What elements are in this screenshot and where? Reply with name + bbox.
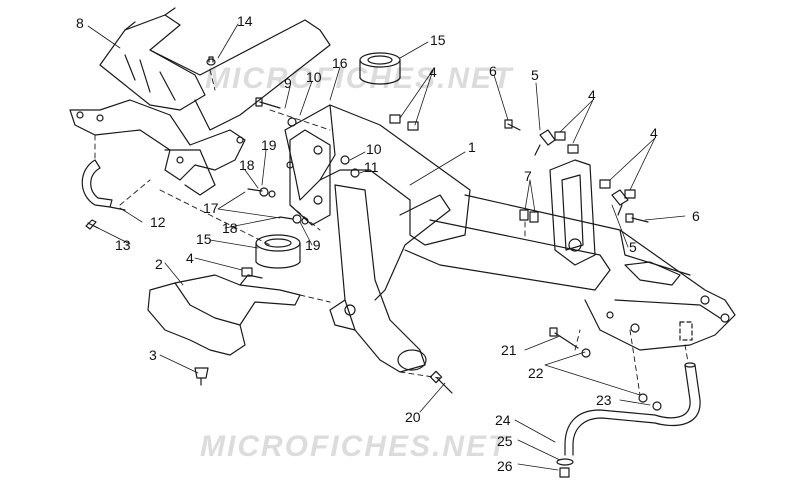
watermark-bottom: MICROFICHES.NET [200, 430, 509, 463]
front-bracket-plate [286, 129, 331, 226]
part-15-bushing-lower [255, 234, 301, 269]
callout-1: 1 [468, 139, 476, 155]
callout-9: 9 [284, 75, 292, 91]
callout-15: 15 [430, 32, 446, 48]
callout-2: 2 [155, 256, 163, 272]
callout-16: 16 [332, 55, 348, 71]
part-2-cover [147, 274, 301, 356]
part-14-bolt [206, 56, 216, 66]
alignment-lines [94, 69, 689, 396]
callout-24: 24 [495, 412, 511, 428]
callout-15: 15 [196, 231, 212, 247]
part-15-bushing-top [359, 52, 401, 85]
callout-22: 22 [528, 365, 544, 381]
callout-6: 6 [489, 63, 497, 79]
callout-17: 17 [203, 200, 219, 216]
callout-10: 10 [306, 69, 322, 85]
callout-4: 4 [429, 64, 437, 80]
callout-18: 18 [222, 220, 238, 236]
callout-4: 4 [588, 87, 596, 103]
callout-13: 13 [115, 237, 131, 253]
part-3-screw [194, 367, 209, 386]
callout-10: 10 [366, 141, 382, 157]
callout-7: 7 [524, 168, 532, 184]
callout-4: 4 [650, 125, 658, 141]
callout-25: 25 [497, 433, 513, 449]
callout-19: 19 [305, 237, 321, 253]
callout-8: 8 [76, 15, 84, 31]
callout-18: 18 [239, 157, 255, 173]
callout-20: 20 [405, 409, 421, 425]
watermark-top: MICROFICHES.NET [205, 62, 514, 95]
callout-23: 23 [596, 392, 612, 408]
callout-6: 6 [692, 208, 700, 224]
callout-19: 19 [261, 137, 277, 153]
callout-5: 5 [531, 67, 539, 83]
leader-lines [87, 23, 686, 471]
callout-5: 5 [629, 239, 637, 255]
part-25-clamp [556, 458, 574, 466]
part-24-hose [564, 362, 701, 456]
callout-14: 14 [237, 13, 253, 29]
callout-3: 3 [149, 347, 157, 363]
part-13-screw [85, 219, 99, 230]
callout-26: 26 [497, 458, 513, 474]
part-8-rear-subframe [69, 7, 331, 196]
callout-4: 4 [186, 250, 194, 266]
front-down-tubes [329, 184, 451, 373]
callout-12: 12 [150, 214, 166, 230]
callout-11: 11 [364, 159, 379, 175]
part-12-clamp [81, 159, 126, 211]
small-fasteners [241, 97, 662, 411]
callout-21: 21 [501, 342, 517, 358]
part-1-main-frame [284, 104, 736, 351]
part-26-plug [559, 467, 570, 478]
